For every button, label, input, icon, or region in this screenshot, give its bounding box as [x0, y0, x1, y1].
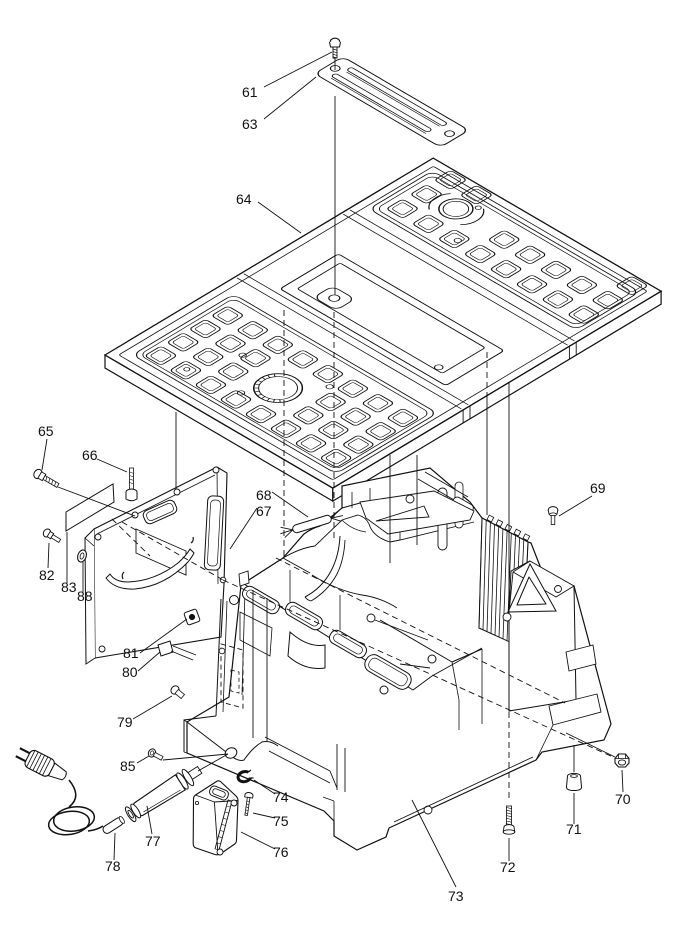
svg-text:68: 68	[256, 487, 272, 503]
svg-text:73: 73	[448, 888, 464, 904]
svg-text:74: 74	[273, 789, 289, 805]
svg-text:61: 61	[242, 84, 258, 100]
svg-text:71: 71	[566, 821, 582, 837]
svg-text:76: 76	[273, 844, 289, 860]
svg-text:75: 75	[273, 813, 289, 829]
svg-text:81: 81	[123, 645, 139, 661]
svg-text:82: 82	[39, 567, 55, 583]
svg-text:85: 85	[120, 758, 136, 774]
svg-text:70: 70	[615, 791, 631, 807]
svg-text:65: 65	[38, 423, 54, 439]
svg-text:88: 88	[77, 588, 93, 604]
svg-text:69: 69	[590, 480, 606, 496]
svg-text:80: 80	[122, 664, 138, 680]
svg-text:72: 72	[500, 859, 516, 875]
svg-text:77: 77	[145, 833, 161, 849]
svg-text:78: 78	[105, 858, 121, 874]
svg-text:67: 67	[256, 503, 272, 519]
svg-text:83: 83	[61, 579, 77, 595]
svg-text:66: 66	[82, 447, 98, 463]
svg-text:79: 79	[117, 714, 133, 730]
svg-text:63: 63	[242, 116, 258, 132]
svg-text:64: 64	[236, 191, 252, 207]
